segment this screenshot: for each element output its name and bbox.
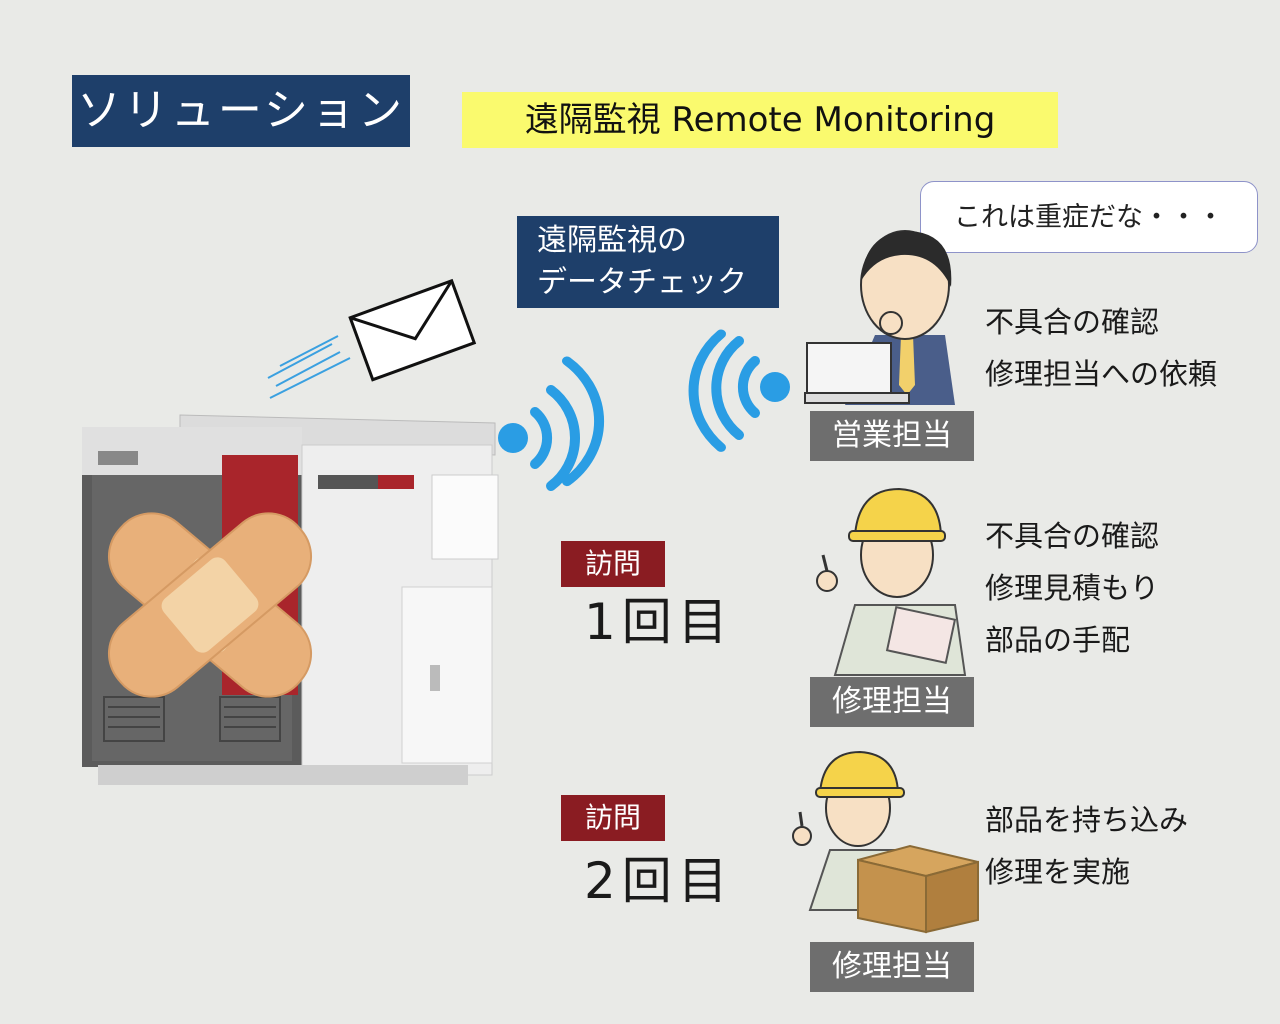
repair-person-illustration xyxy=(816,487,967,676)
visit2-task: 修理を実施 xyxy=(985,855,1131,889)
visit1-label: 訪問 xyxy=(561,541,665,587)
envelope-icon xyxy=(267,278,477,399)
repair-role-label-1: 修理担当 xyxy=(810,677,974,727)
visit1-task: 不具合の確認 xyxy=(985,519,1160,553)
sales-task-list: 不具合の確認 修理担当への依頼 xyxy=(985,296,1217,400)
remote-check-line2: データチェック xyxy=(537,265,747,300)
generator-machine: MHC xyxy=(82,414,499,785)
visit2-task: 部品を持ち込み xyxy=(985,803,1189,837)
visit1-task: 部品の手配 xyxy=(985,623,1131,657)
visit2-task-list: 部品を持ち込み 修理を実施 xyxy=(985,794,1188,898)
wifi-signal-icon xyxy=(498,356,605,491)
visit1-count: 1回目 xyxy=(584,593,734,651)
sales-role-label: 営業担当 xyxy=(810,411,974,461)
speech-bubble: これは重症だな・・・ xyxy=(920,181,1258,253)
remote-check-box: 遠隔監視の データチェック xyxy=(517,216,779,308)
visit1-task: 修理見積もり xyxy=(985,571,1160,605)
cardboard-box-icon xyxy=(857,844,979,934)
sales-task: 不具合の確認 xyxy=(985,305,1160,339)
page-title: ソリューション xyxy=(72,75,410,147)
repair-person-illustration xyxy=(792,750,979,934)
wifi-signal-icon xyxy=(688,329,790,452)
repair-role-label-2: 修理担当 xyxy=(810,942,974,992)
sales-task: 修理担当への依頼 xyxy=(985,357,1218,391)
visit1-task-list: 不具合の確認 修理見積もり 部品の手配 xyxy=(985,510,1159,666)
visit2-count: 2回目 xyxy=(584,852,734,910)
visit2-label: 訪問 xyxy=(561,795,665,841)
sales-person-illustration xyxy=(804,230,955,405)
remote-check-line1: 遠隔監視の xyxy=(537,223,687,258)
page-subtitle: 遠隔監視 Remote Monitoring xyxy=(462,92,1058,148)
